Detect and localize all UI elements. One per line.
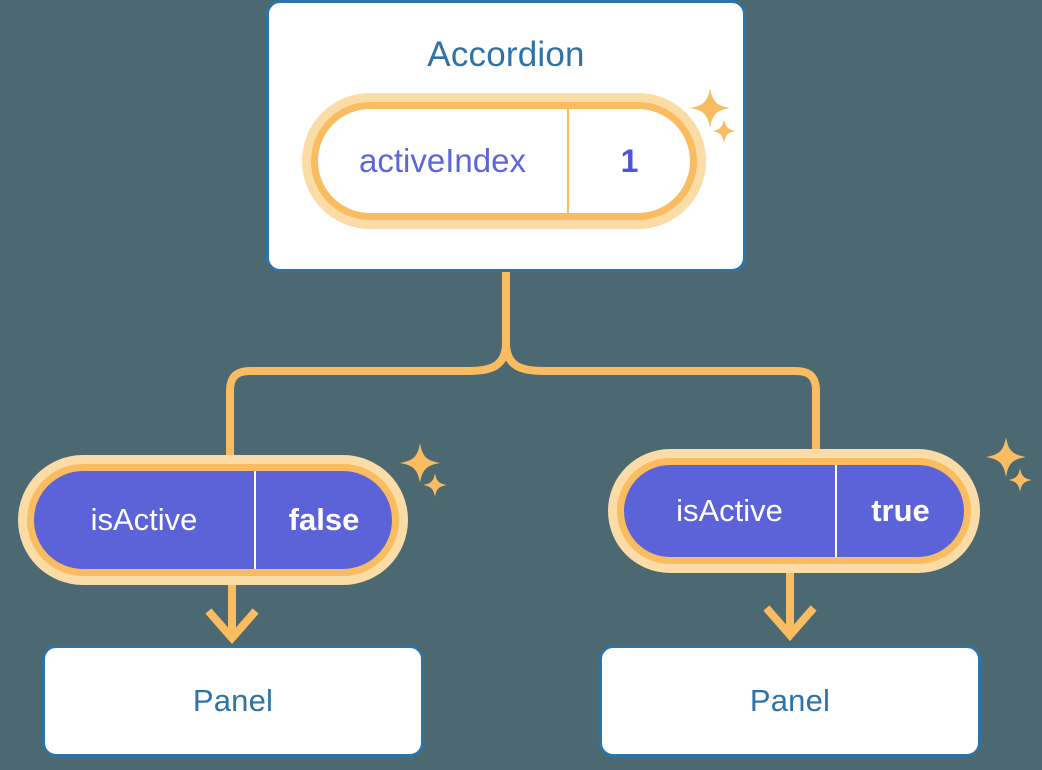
panel-card-right[interactable]: Panel	[599, 645, 981, 757]
state-value-label: false	[288, 502, 360, 537]
sparkle-left-small-icon	[423, 473, 447, 497]
state-key-label: activeIndex	[318, 109, 569, 213]
state-key-label: isActive	[34, 471, 256, 569]
state-pill-is-active-right[interactable]: isActive true	[608, 449, 980, 573]
arrow-right-head	[763, 605, 817, 642]
state-pill-body: activeIndex 1	[311, 102, 697, 220]
panel-title: Panel	[749, 683, 831, 718]
state-value-label: true	[871, 493, 930, 528]
state-pill-body: isActive false	[27, 464, 399, 576]
accordion-title: Accordion	[427, 35, 585, 74]
state-pill-is-active-left[interactable]: isActive false	[18, 455, 408, 585]
sparkle-right-large-icon	[986, 437, 1026, 477]
state-value-label: 1	[620, 142, 639, 179]
state-pill-body: isActive true	[617, 458, 971, 564]
panel-title: Panel	[192, 683, 274, 718]
state-key-label: isActive	[624, 465, 837, 557]
connector-fork-right	[502, 339, 820, 454]
panel-card-left[interactable]: Panel	[42, 645, 424, 757]
connector-fork-left	[226, 339, 510, 460]
sparkle-left-large-icon	[400, 443, 440, 483]
state-pill-active-index[interactable]: activeIndex 1	[302, 93, 706, 229]
sparkle-right-small-icon	[1008, 468, 1032, 492]
arrow-left-head	[205, 608, 259, 645]
